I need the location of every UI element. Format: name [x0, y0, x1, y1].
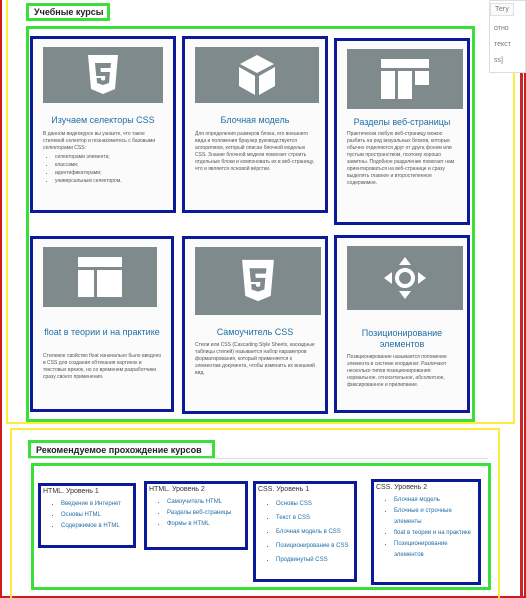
divider	[28, 458, 488, 459]
course-title[interactable]: Разделы веб-страницы	[353, 117, 451, 127]
list-item: селекторами элемента;	[55, 153, 122, 161]
course-title[interactable]: Изучаем селекторы CSS	[51, 115, 155, 125]
course-card[interactable]: Самоучитель CSS Стили или CSS (Cascading…	[182, 236, 328, 414]
path-link[interactable]: Блочная модель в CSS	[276, 525, 348, 539]
list-item: идентификаторами;	[55, 169, 122, 177]
sidebar-item[interactable]: текст	[494, 41, 511, 48]
course-description: Позиционирование называется положение эл…	[347, 354, 447, 388]
course-thumbnail	[43, 247, 157, 307]
path-link[interactable]: Самоучитель HTML	[167, 497, 231, 508]
path-heading: HTML. Уровень 1	[43, 488, 99, 495]
course-title[interactable]: float в теории и на практике	[44, 327, 160, 337]
sidebar-widget: Тегу отно текст ss]	[489, 0, 526, 73]
path-heading: CSS. Уровень 2	[376, 484, 428, 491]
path-link[interactable]: Продвинутый CSS	[276, 553, 348, 567]
courses-section-title: Учебные курсы	[26, 3, 110, 21]
sidebar-item[interactable]: Тегу	[490, 3, 514, 16]
course-description: Стилевое свойство float изначально было …	[43, 353, 162, 380]
course-description: Для определения размеров блока, его внеш…	[195, 131, 315, 172]
css3-icon	[88, 55, 118, 94]
path-link[interactable]: Основы CSS	[276, 497, 348, 511]
path-link[interactable]: Позиционирование элементов	[394, 539, 478, 561]
cube-icon	[239, 55, 275, 95]
path-heading: CSS. Уровень 1	[258, 486, 310, 493]
paths-container	[10, 428, 500, 598]
move-arrows-icon	[384, 257, 426, 299]
path-link[interactable]: Формы в HTML	[167, 519, 231, 530]
path-list: Самоучитель HTML Разделы веб-страницы Фо…	[157, 497, 231, 530]
courses-grid	[26, 26, 475, 422]
course-description: Практически любую веб-страницу можно раз…	[347, 131, 455, 186]
course-card[interactable]: Разделы веб-страницы Практически любую в…	[334, 38, 470, 225]
course-card[interactable]: float в теории и на практике Стилевое св…	[30, 236, 174, 412]
path-box: CSS. Уровень 1 Основы CSS Текст в CSS Бл…	[253, 481, 357, 582]
course-description: В данном видеокурсе вы узнаете, что тако…	[43, 131, 156, 151]
course-title[interactable]: Позиционирование элементов	[361, 328, 443, 349]
path-link[interactable]: Блочные и строчные элементы	[394, 506, 478, 528]
paths-section-title: Рекомендуемое прохождение курсов	[28, 440, 215, 459]
course-thumbnail	[43, 47, 163, 103]
css3-icon	[242, 259, 274, 302]
path-link[interactable]: Разделы веб-страницы	[167, 508, 231, 519]
course-thumbnail	[195, 47, 319, 103]
path-link[interactable]: Введение в Интернет	[61, 499, 121, 510]
path-list: Блочная модель Блочные и строчные элемен…	[384, 495, 478, 561]
path-list: Введение в Интернет Основы HTML Содержим…	[51, 499, 121, 532]
course-title[interactable]: Блочная модель	[220, 115, 290, 125]
layout-columns-icon	[381, 59, 429, 99]
path-link[interactable]: float в теории и на практике	[394, 528, 478, 539]
course-card[interactable]: Блочная модель Для определения размеров …	[182, 36, 328, 213]
sidebar-item[interactable]: отно	[494, 25, 509, 32]
paths-grid	[31, 463, 491, 590]
course-thumbnail	[347, 246, 463, 310]
list-item: универсальным селектором.	[55, 177, 122, 185]
path-list: Основы CSS Текст в CSS Блочная модель в …	[266, 497, 348, 567]
course-title[interactable]: Самоучитель CSS	[216, 327, 294, 337]
float-layout-icon	[78, 257, 122, 297]
path-link[interactable]: Текст в CSS	[276, 511, 348, 525]
courses-container	[6, 0, 515, 424]
course-list: селекторами элемента; классами; идентифи…	[49, 153, 122, 185]
course-thumbnail	[195, 247, 321, 315]
path-link[interactable]: Позиционирование в CSS	[276, 539, 348, 553]
course-description: Стили или CSS (Cascading Style Sheets, к…	[195, 342, 315, 376]
course-card[interactable]: Изучаем селекторы CSS В данном видеокурс…	[30, 36, 176, 213]
path-heading: HTML. Уровень 2	[149, 486, 205, 493]
path-link[interactable]: Основы HTML	[61, 510, 121, 521]
path-box: HTML. Уровень 1 Введение в Интернет Осно…	[38, 483, 136, 548]
column-divider	[520, 0, 523, 598]
path-box: HTML. Уровень 2 Самоучитель HTML Разделы…	[144, 481, 248, 550]
course-thumbnail	[347, 49, 463, 109]
list-item: классами;	[55, 161, 122, 169]
sidebar-item[interactable]: ss]	[494, 57, 503, 64]
path-link[interactable]: Содержимое в HTML	[61, 521, 121, 532]
course-card[interactable]: Позиционирование элементов Позиционирова…	[334, 235, 470, 413]
path-link[interactable]: Блочная модель	[394, 495, 478, 506]
path-box: CSS. Уровень 2 Блочная модель Блочные и …	[371, 479, 481, 585]
